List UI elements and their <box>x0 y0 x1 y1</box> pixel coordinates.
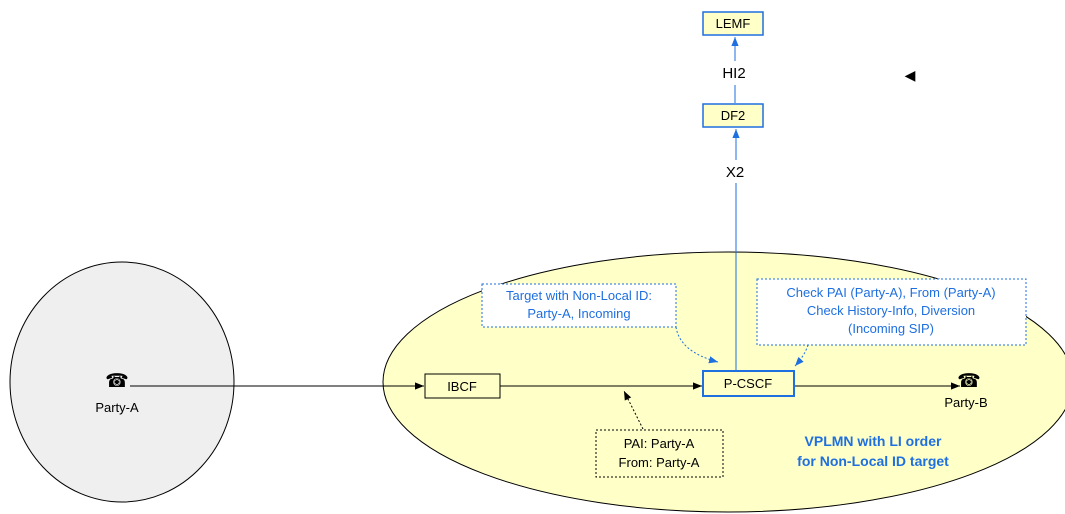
lemf-label: LEMF <box>716 16 751 31</box>
pointer-icon: ◀ <box>905 67 916 83</box>
target-note <box>481 283 677 328</box>
network-label-line: VPLMN with LI order <box>805 433 942 449</box>
phone-icon: ☎ <box>105 371 129 392</box>
ibcf-label: IBCF <box>447 379 477 394</box>
hi2-label: HI2 <box>722 65 745 82</box>
target-note-line: Party-A, Incoming <box>527 306 630 321</box>
check-note-line: Check History-Info, Diversion <box>807 303 975 318</box>
target-note-line: Target with Non-Local ID: <box>506 288 652 303</box>
df2-node <box>702 103 764 128</box>
x2-label: X2 <box>726 164 744 181</box>
ibcf-node <box>424 373 501 399</box>
pcscf-label: P-CSCF <box>724 376 772 391</box>
party-a-network <box>9 261 235 503</box>
headers-note-line: PAI: Party-A <box>624 436 695 451</box>
headers-note-line: From: Party-A <box>619 455 700 470</box>
phone-icon: ☎ <box>957 371 981 392</box>
target-note-connector <box>675 326 719 364</box>
party-b-label: Party-B <box>944 395 987 410</box>
check-note <box>756 278 1027 346</box>
check-note-connector <box>794 344 809 367</box>
headers-note-connector <box>623 390 644 430</box>
df2-label: DF2 <box>721 108 746 123</box>
check-note-line: Check PAI (Party-A), From (Party-A) <box>786 285 995 300</box>
network-label-line: for Non-Local ID target <box>797 453 949 469</box>
check-note-line: (Incoming SIP) <box>848 321 934 336</box>
party-a-label: Party-A <box>95 400 139 415</box>
headers-note <box>595 429 724 478</box>
pcscf-node <box>702 370 795 397</box>
lemf-node <box>702 11 764 36</box>
